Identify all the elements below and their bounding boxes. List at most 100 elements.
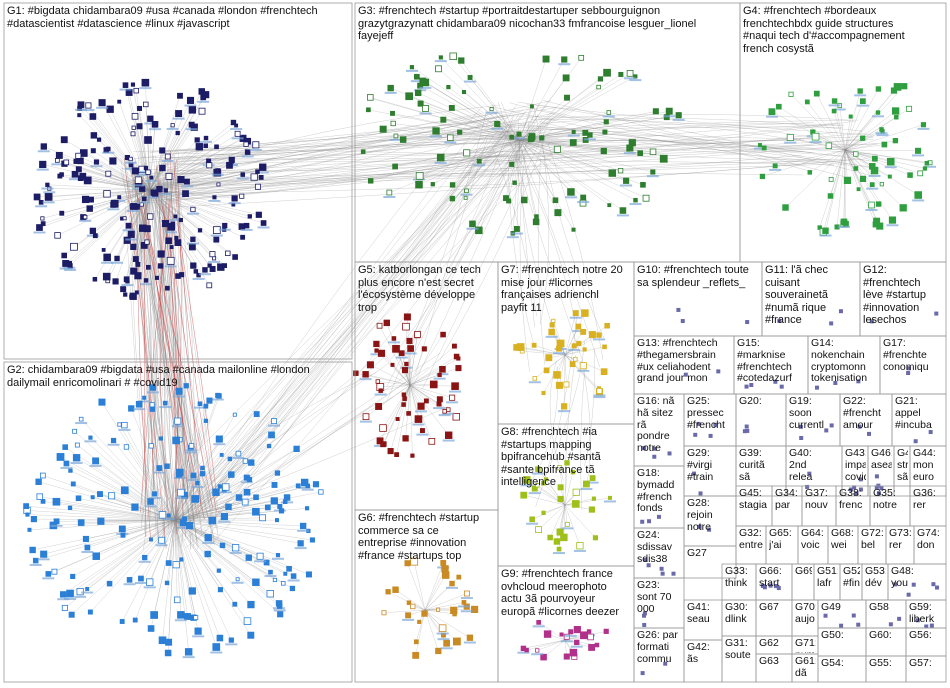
g2-node	[78, 416, 84, 422]
g1-node-label-mark	[43, 191, 56, 194]
g2-edge	[122, 519, 176, 622]
g2-node-label-mark	[184, 451, 197, 454]
g3-edge	[519, 59, 565, 141]
g5-node	[406, 337, 413, 344]
g1-node	[225, 250, 231, 257]
inter-cluster-edge	[516, 138, 878, 155]
group-label-g2: G2: chidambara09 #bigdata #usa #canada m…	[7, 364, 350, 389]
g1-node	[40, 221, 46, 227]
group-label-line: G5: katborlongan ce tech	[358, 264, 481, 276]
group-label-line: G31:	[725, 638, 748, 649]
g6-node-label-mark	[436, 632, 449, 635]
g1-edge	[149, 189, 217, 231]
group-label-line: hã sitez	[637, 406, 674, 419]
g1-node-label-mark	[200, 140, 213, 143]
g2-node	[305, 483, 311, 489]
g2-edge	[56, 501, 176, 521]
g4-node-label-mark	[784, 141, 797, 144]
inter-cluster-edge	[580, 368, 586, 510]
inter-cluster-edge	[526, 103, 875, 136]
g8-node	[531, 485, 538, 492]
g1-edge	[133, 189, 151, 247]
g2-node	[212, 488, 220, 496]
g7-node	[596, 332, 602, 338]
g2-node	[149, 402, 155, 408]
g3-edge	[440, 57, 521, 141]
g1-node-label-mark	[165, 231, 178, 234]
group-label-line: G68:	[831, 528, 854, 539]
g2-edge	[63, 519, 176, 595]
g3-node	[571, 227, 576, 232]
group-label-g45: G45:stagia	[739, 488, 770, 512]
g2-node-label-mark	[74, 595, 87, 598]
g2-node-label-mark	[81, 551, 94, 554]
g5-node	[398, 350, 405, 356]
g1-node	[130, 82, 136, 87]
g1-node	[101, 248, 106, 252]
inter-cluster-edge	[129, 120, 496, 160]
group-label-g59: G59:liberk	[909, 602, 944, 626]
g2-edge	[174, 474, 232, 521]
g1-node	[93, 159, 100, 165]
group-label-g70: G70:aujo	[795, 602, 816, 626]
g2-node	[60, 591, 67, 598]
g7-node	[569, 361, 576, 368]
group-label-line: j'ai	[769, 538, 782, 551]
g1-node	[188, 243, 196, 251]
g3-node	[432, 127, 440, 135]
g5-edge	[378, 384, 411, 407]
g1-node	[110, 199, 119, 208]
g9-edge	[543, 639, 566, 658]
g2-node	[106, 580, 113, 587]
g3-node	[619, 207, 627, 214]
group-label-g52: G52:#fin	[843, 566, 860, 590]
g2-node-label-mark	[294, 547, 307, 550]
g6-node-label-mark	[437, 638, 450, 641]
g8-node-label-mark	[603, 500, 616, 503]
g7-edge	[564, 313, 576, 356]
g4-node	[901, 83, 908, 90]
g4-node-label-mark	[809, 141, 822, 144]
group-label-line: grand jour mon	[637, 372, 708, 385]
g5-node	[419, 428, 425, 434]
g2-edge	[168, 519, 176, 643]
g2-edge	[174, 519, 189, 652]
g1-node-label-mark	[180, 185, 193, 188]
g8-node	[535, 526, 542, 534]
small-cluster-node	[838, 309, 843, 314]
g2-edge	[71, 519, 176, 615]
inter-cluster-edge	[508, 145, 850, 166]
g1-node	[54, 232, 61, 239]
g1-node	[33, 193, 41, 201]
g1-node	[252, 141, 260, 149]
group-label-g62: G62	[759, 638, 790, 650]
inter-cluster-edge	[539, 109, 816, 154]
group-label-line: G69	[795, 566, 812, 577]
g1-node-label-mark	[218, 228, 231, 231]
g5-edge	[380, 384, 411, 391]
g5-node	[436, 401, 442, 407]
g4-node	[788, 91, 794, 97]
group-label-line: G61:	[795, 656, 816, 667]
g1-node	[190, 262, 197, 269]
g5-node	[353, 370, 359, 376]
group-label-g3: G3: #frenchtech #startup #portraitdestar…	[358, 5, 738, 43]
g3-node	[542, 55, 550, 63]
g1-edge	[65, 189, 151, 264]
g9-node	[573, 625, 581, 634]
small-cluster-node	[671, 571, 676, 576]
g4-node	[831, 108, 837, 114]
g2-node	[276, 603, 283, 609]
g5-node	[387, 448, 394, 455]
g2-node	[120, 532, 126, 538]
g5-node-label-mark	[433, 407, 446, 410]
g3-node	[626, 144, 634, 152]
g2-edge	[122, 519, 176, 530]
g2-node	[312, 481, 320, 488]
group-label-line: françaises adrienchl	[501, 289, 599, 301]
g3-node-label-mark	[383, 195, 396, 198]
g9-node-label-mark	[570, 645, 583, 648]
